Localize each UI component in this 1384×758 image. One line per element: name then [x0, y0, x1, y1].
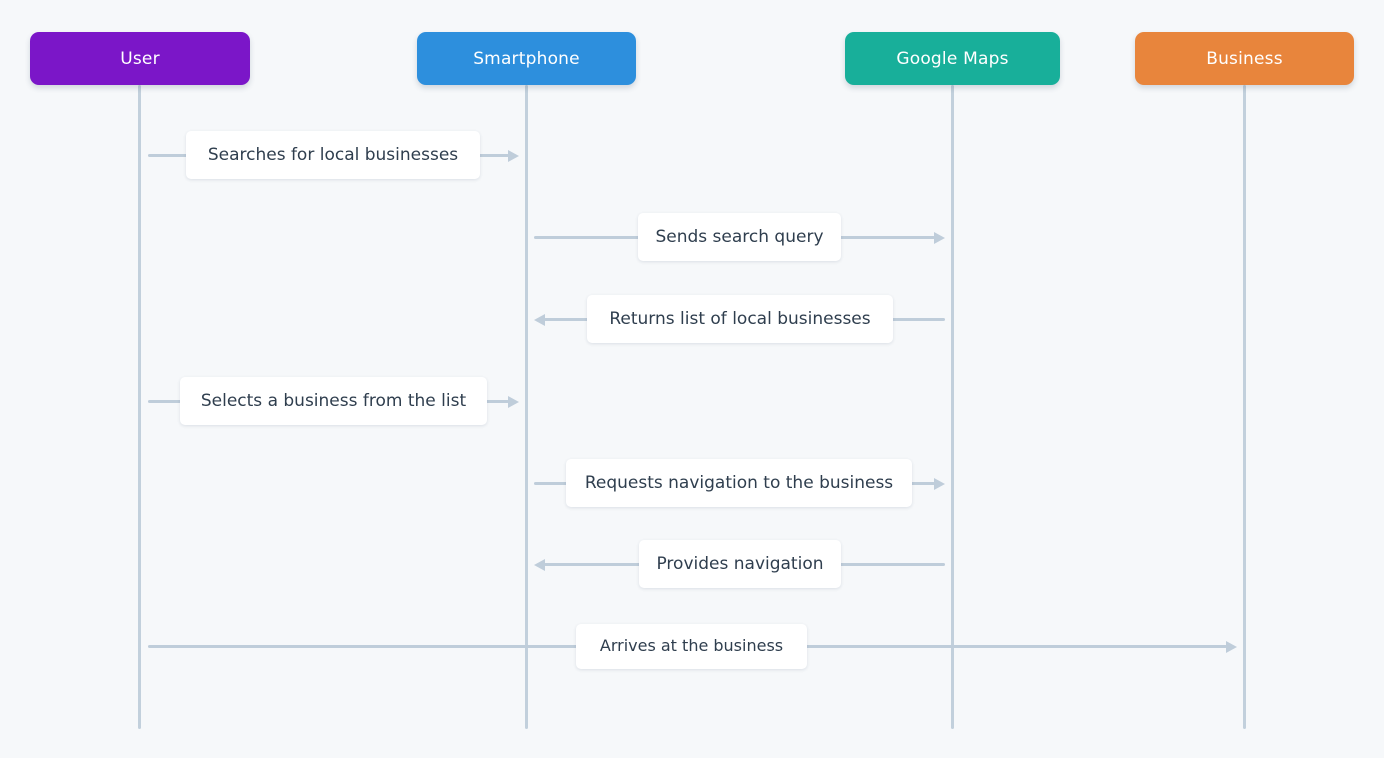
arrow-head-left-3: [534, 314, 545, 326]
message-label-box-4[interactable]: Selects a business from the list: [180, 377, 487, 425]
message-label-text-1: Searches for local businesses: [207, 144, 459, 165]
message-label-box-2[interactable]: Sends search query: [638, 213, 841, 261]
actor-box-google_maps[interactable]: Google Maps: [845, 32, 1060, 85]
actor-box-business[interactable]: Business: [1135, 32, 1354, 85]
message-label-box-5[interactable]: Requests navigation to the business: [566, 459, 912, 507]
arrow-head-right-7: [1226, 641, 1237, 653]
message-label-text-6: Provides navigation: [656, 553, 824, 574]
actor-box-user[interactable]: User: [30, 32, 250, 85]
actor-label-user: User: [120, 48, 160, 69]
message-label-box-3[interactable]: Returns list of local businesses: [587, 295, 893, 343]
actor-label-smartphone: Smartphone: [473, 48, 580, 69]
lifeline-google_maps: [951, 85, 954, 729]
lifeline-user: [138, 85, 141, 729]
lifeline-smartphone: [525, 85, 528, 729]
message-label-box-7[interactable]: Arrives at the business: [576, 623, 807, 669]
actor-label-google_maps: Google Maps: [896, 48, 1009, 69]
message-label-text-5: Requests navigation to the business: [584, 472, 894, 493]
arrow-head-right-4: [508, 396, 519, 408]
message-label-text-4: Selects a business from the list: [200, 390, 467, 411]
actor-label-business: Business: [1206, 48, 1283, 69]
lifeline-business: [1243, 85, 1246, 729]
message-label-text-7: Arrives at the business: [599, 636, 784, 655]
arrow-head-right-5: [934, 478, 945, 490]
arrow-head-left-6: [534, 559, 545, 571]
message-label-text-2: Sends search query: [655, 226, 824, 247]
arrow-head-right-1: [508, 150, 519, 162]
message-label-box-6[interactable]: Provides navigation: [639, 540, 841, 588]
actor-box-smartphone[interactable]: Smartphone: [417, 32, 636, 85]
message-label-box-1[interactable]: Searches for local businesses: [186, 131, 480, 179]
message-label-text-3: Returns list of local businesses: [609, 308, 871, 329]
arrow-head-right-2: [934, 232, 945, 244]
